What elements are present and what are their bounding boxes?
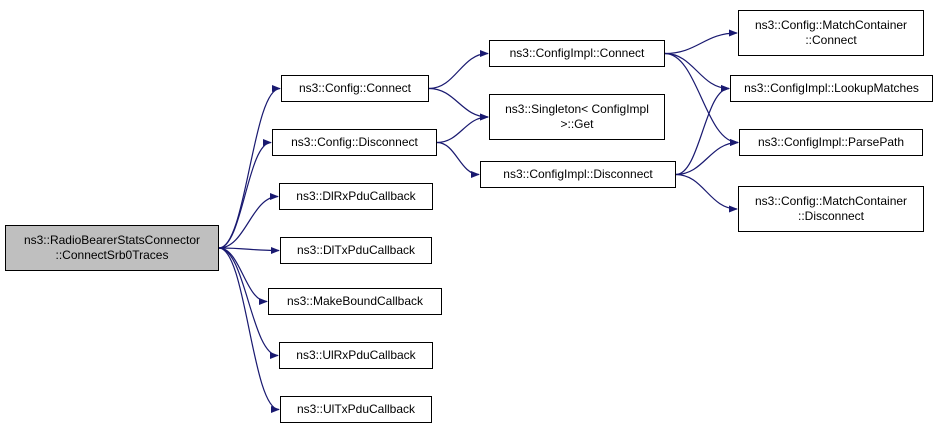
node-label-line: >::Get [560, 117, 594, 131]
node-label-line: ns3::ConfigImpl::Connect [509, 46, 645, 60]
node-impl-disconnect[interactable]: ns3::ConfigImpl::Disconnect [480, 161, 676, 188]
node-label-line: ns3::DlTxPduCallback [296, 243, 416, 257]
node-mc-disconnect[interactable]: ns3::Config::MatchContainer::Disconnect [738, 186, 924, 232]
node-ulrx[interactable]: ns3::UlRxPduCallback [279, 342, 433, 369]
edge-root-to-dlrx [218, 192, 279, 249]
edge-impl-disconnect-to-mc-disconnect [675, 173, 738, 213]
node-label-line: ns3::ConfigImpl::Disconnect [503, 167, 653, 181]
edge-cfg-disconnect-to-impl-disconnect [436, 141, 480, 179]
node-label-line: ns3::ConfigImpl::LookupMatches [744, 81, 919, 95]
node-label-line: ns3::UlRxPduCallback [296, 348, 416, 362]
node-ultx[interactable]: ns3::UlTxPduCallback [280, 396, 432, 423]
node-label-line: ::Disconnect [797, 209, 865, 223]
node-dltx[interactable]: ns3::DlTxPduCallback [280, 237, 432, 264]
edge-root-to-makebound [218, 247, 268, 306]
edge-impl-connect-to-parsepath [664, 52, 739, 147]
edge-root-to-cfg-connect [218, 84, 281, 249]
node-label-line: ns3::UlTxPduCallback [296, 402, 416, 416]
node-singleton[interactable]: ns3::Singleton< ConfigImpl>::Get [489, 94, 665, 140]
node-parsepath[interactable]: ns3::ConfigImpl::ParsePath [739, 129, 923, 156]
edge-root-to-dltx [218, 246, 280, 255]
edge-root-to-ultx [218, 247, 280, 414]
node-label-line: ::ConnectSrb0Traces [55, 248, 169, 262]
edge-impl-connect-to-mc-connect [664, 29, 738, 55]
node-label-line: ns3::Config::Connect [298, 81, 412, 95]
node-label-line: ns3::Singleton< ConfigImpl [505, 102, 649, 116]
node-lookup[interactable]: ns3::ConfigImpl::LookupMatches [730, 75, 933, 102]
edge-impl-disconnect-to-lookup [675, 84, 730, 176]
edge-cfg-disconnect-to-singleton [436, 113, 489, 144]
node-label-line: ::Connect [805, 33, 857, 47]
edge-impl-disconnect-to-parsepath [675, 138, 739, 176]
node-impl-connect[interactable]: ns3::ConfigImpl::Connect [489, 40, 665, 67]
node-label-line: ns3::DlRxPduCallback [296, 189, 416, 203]
node-label-line: ns3::Config::MatchContainer [754, 194, 908, 208]
node-label-line: ns3::RadioBearerStatsConnector [23, 233, 201, 247]
node-cfg-connect[interactable]: ns3::Config::Connect [281, 75, 429, 102]
edge-impl-connect-to-lookup [664, 52, 730, 93]
node-dlrx[interactable]: ns3::DlRxPduCallback [279, 183, 433, 210]
edge-root-to-ulrx [218, 247, 279, 360]
node-label-line: ns3::MakeBoundCallback [286, 294, 424, 308]
edge-cfg-connect-to-singleton [428, 87, 489, 121]
node-cfg-disconnect[interactable]: ns3::Config::Disconnect [272, 129, 437, 156]
node-makebound[interactable]: ns3::MakeBoundCallback [268, 288, 442, 315]
node-root: ns3::RadioBearerStatsConnector::ConnectS… [5, 225, 219, 271]
edge-cfg-connect-to-impl-connect [428, 49, 489, 90]
node-label-line: ns3::Config::MatchContainer [754, 18, 908, 32]
edge-root-to-cfg-disconnect [218, 138, 272, 249]
node-label-line: ns3::Config::Disconnect [291, 135, 418, 149]
node-mc-connect[interactable]: ns3::Config::MatchContainer::Connect [738, 10, 924, 56]
node-label-line: ns3::ConfigImpl::ParsePath [757, 135, 905, 149]
